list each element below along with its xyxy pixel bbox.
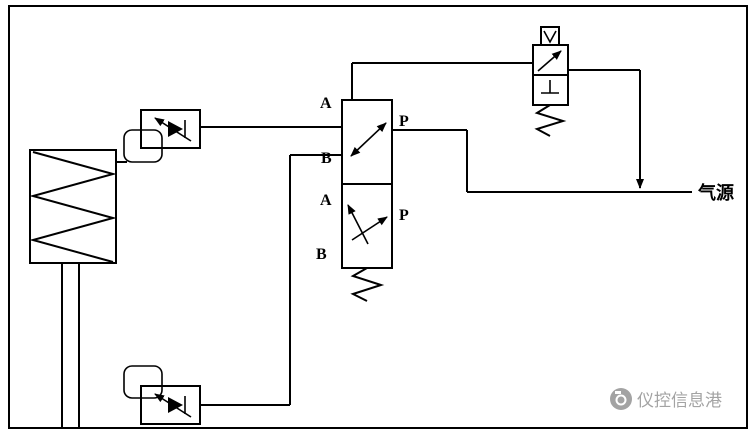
bypass-loop (123, 365, 163, 399)
cylinder-spring (29, 151, 117, 263)
main-directional-valve (341, 99, 393, 302)
camera-top-icon (615, 391, 621, 394)
cylinder-body (29, 149, 117, 264)
pilot-valve-spring (534, 104, 567, 137)
manual-override-v-icon (543, 30, 557, 44)
check-valve-icon (168, 397, 183, 413)
image-border (8, 5, 748, 429)
watermark: 仪控信息港 (610, 388, 722, 410)
port-label-b-bottom: B (316, 246, 327, 263)
air-supply-piping (392, 69, 692, 193)
port-label-a-bottom: A (320, 192, 332, 209)
flow-path-bottom-p-icon (351, 216, 388, 241)
main-valve-labels: A P B A P B (316, 95, 409, 263)
watermark-text: 仪控信息港 (637, 391, 722, 410)
port-label-p-top: P (399, 113, 409, 130)
flow-path-bottom-a-icon (347, 204, 369, 245)
pilot-valve-box-bottom (532, 74, 569, 106)
flow-valve-top-body (140, 109, 201, 149)
pilot-valve (532, 26, 569, 137)
b-port-piping (200, 154, 342, 406)
port-label-a-top: A (320, 95, 332, 112)
main-valve-spring (350, 267, 385, 302)
pilot-flow-path-icon (537, 50, 562, 72)
camera-lens-icon (615, 394, 627, 406)
cylinder (29, 149, 117, 428)
pilot-signal-line (351, 62, 533, 100)
bypass-loop (123, 129, 163, 163)
air-source-label: 气源 (697, 182, 734, 203)
flow-control-valve-bottom (123, 365, 201, 425)
flow-valve-bottom-body (140, 385, 201, 425)
check-valve-icon (168, 121, 183, 137)
flow-control-valve-top (116, 109, 342, 163)
flow-path-top-icon (350, 122, 387, 157)
port-label-b-top: B (321, 150, 332, 167)
port-label-p-bottom: P (399, 207, 409, 224)
